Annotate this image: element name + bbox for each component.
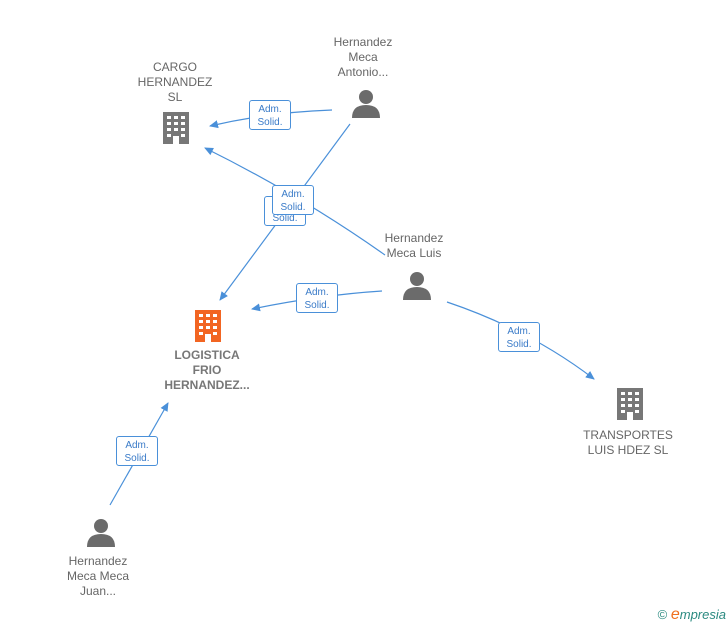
person-icon[interactable] (86, 517, 116, 547)
brand-initial: e (670, 606, 680, 623)
copyright-symbol: © (657, 607, 668, 622)
person-label-antonio[interactable]: Hernandez Meca Antonio... (333, 35, 393, 79)
brand-name: mpresia (679, 607, 726, 622)
company-label-transportes[interactable]: TRANSPORTES LUIS HDEZ SL (583, 428, 673, 457)
company-label-logistica[interactable]: LOGISTICA FRIO HERNANDEZ... (164, 348, 250, 392)
person-icon[interactable] (351, 88, 381, 118)
edge-label-juan-logistica[interactable]: Adm. Solid. (116, 436, 158, 466)
building-icon-focus[interactable] (192, 308, 224, 344)
company-label-cargo[interactable]: CARGO HERNANDEZ SL (137, 60, 213, 104)
edge-label-luis-transportes[interactable]: Adm. Solid. (498, 322, 540, 352)
building-icon[interactable] (614, 386, 646, 422)
person-label-juan[interactable]: Hernandez Meca Meca Juan... (66, 554, 130, 598)
person-label-luis[interactable]: Hernandez Meca Luis (384, 231, 444, 260)
footer-brand[interactable]: © empresia (658, 606, 726, 624)
building-icon[interactable] (160, 110, 192, 146)
edge-label-luis-logistica[interactable]: Adm. Solid. (296, 283, 338, 313)
edge-label-antonio-cargo[interactable]: Adm. Solid. (249, 100, 291, 130)
person-icon[interactable] (402, 270, 432, 300)
edge-label-antonio-logistica[interactable]: Adm. Solid. (272, 185, 314, 215)
